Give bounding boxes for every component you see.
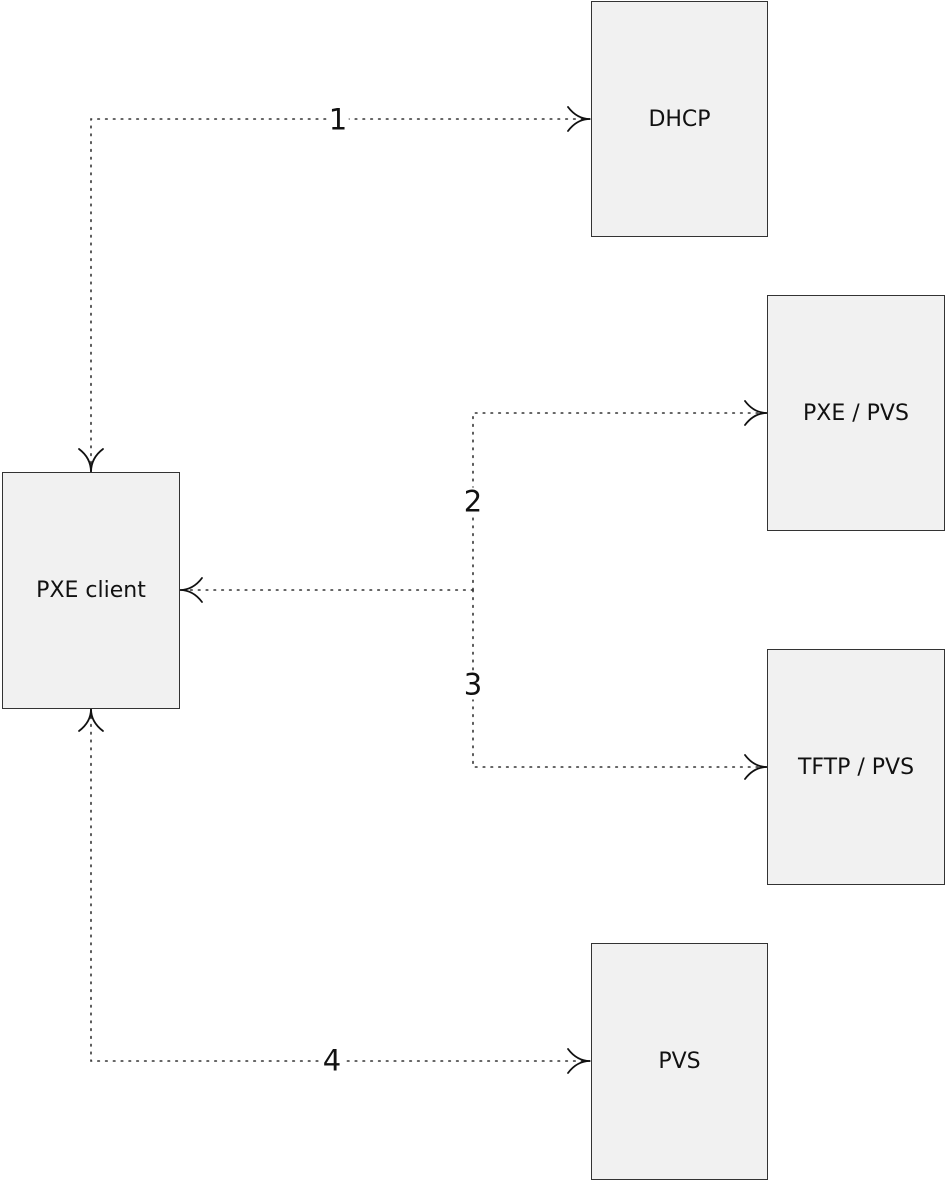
pxe-pvs-label: PXE / PVS (803, 400, 909, 426)
connector-pxe-pvs (472, 412, 768, 591)
dhcp-label: DHCP (648, 106, 711, 132)
arrowhead-dhcp (567, 106, 591, 132)
arrowhead-client-top (78, 448, 104, 473)
connector-dhcp (90, 118, 591, 472)
pxe-client-label: PXE client (36, 578, 146, 603)
step-label-2: 2 (461, 484, 485, 519)
dhcp-box: DHCP (591, 1, 768, 237)
pvs-box: PVS (591, 943, 768, 1180)
pvs-label: PVS (658, 1049, 701, 1074)
step-label-1: 1 (326, 102, 350, 137)
step-label-3: 3 (461, 667, 485, 702)
pxe-client-box: PXE client (2, 472, 180, 709)
arrowhead-pvs (567, 1048, 591, 1074)
tftp-pvs-label: TFTP / PVS (797, 754, 915, 780)
connector-tftp-pvs (472, 589, 768, 768)
connector-pvs (90, 708, 591, 1062)
tftp-pvs-box: TFTP / PVS (767, 649, 945, 885)
arrowhead-client-side (179, 577, 203, 603)
pxe-pvs-box: PXE / PVS (767, 295, 945, 531)
step-label-4: 4 (320, 1043, 344, 1078)
arrowhead-client-bottom (78, 708, 104, 732)
